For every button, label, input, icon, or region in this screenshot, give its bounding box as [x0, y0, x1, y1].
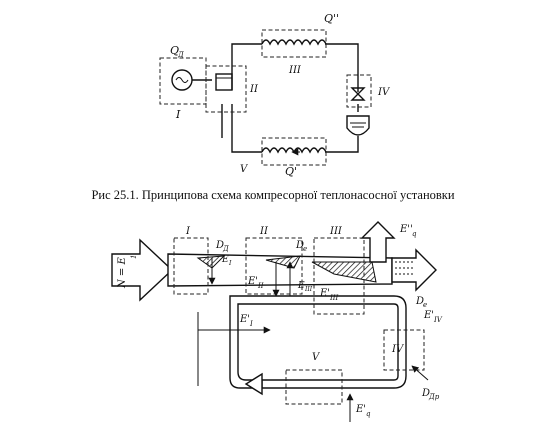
label-E-III-prime: E'	[319, 288, 330, 299]
label-flow-II: II	[259, 226, 269, 237]
svg-text:I: I	[249, 320, 253, 328]
label-q-main: Q	[170, 44, 179, 57]
label-E-I: E	[221, 255, 229, 265]
compressor-icon	[215, 73, 233, 91]
box-V	[285, 369, 343, 405]
label-q-top: Q''	[324, 12, 339, 25]
label-N: N = E	[117, 257, 128, 289]
energy-flow: N = E 1 I II III IV V	[111, 221, 443, 422]
condenser-coil	[261, 29, 327, 58]
svg-text:e: e	[303, 245, 307, 253]
svg-text:Д: Д	[177, 51, 184, 59]
compressor-box	[205, 65, 247, 113]
label-IV: IV	[377, 87, 391, 98]
throttle-valve	[346, 74, 372, 108]
loss-wedge-III	[311, 261, 377, 283]
label-D-e: D	[295, 240, 304, 251]
label-II: II	[249, 84, 259, 95]
label-flow-IV: IV	[391, 344, 405, 355]
svg-text:II: II	[257, 282, 264, 290]
top-circuit: III Q'' IV Q' V Q Д I II	[159, 12, 391, 178]
loop-band	[229, 295, 407, 389]
label-E-q-bottom: E'	[355, 404, 366, 415]
label-D-dr: D	[421, 388, 430, 399]
label-flow-V: V	[312, 352, 321, 363]
outlet-arrow-up	[360, 221, 396, 263]
label-E-q-top: E''	[399, 224, 413, 235]
separator-vessel	[346, 115, 370, 136]
label-flow-III: III	[329, 226, 343, 237]
loss-wedge-I	[196, 255, 226, 269]
svg-text:1: 1	[130, 255, 138, 259]
box-I	[173, 237, 209, 295]
label-E-IV-prime: E'	[423, 310, 434, 321]
label-flow-I: I	[185, 226, 191, 237]
svg-text:IV: IV	[433, 316, 443, 324]
svg-text:III: III	[329, 294, 339, 302]
box-III	[313, 237, 365, 315]
label-D-d: D	[215, 240, 224, 251]
outlet-arrow-right	[391, 248, 437, 292]
svg-text:q: q	[412, 230, 417, 238]
svg-text:q: q	[366, 410, 371, 418]
svg-text:I: I	[228, 260, 232, 267]
svg-text:Др: Др	[428, 393, 440, 401]
figure-caption: Рис 25.1. Принципова схема компресорної …	[91, 188, 454, 202]
svg-text:e: e	[423, 301, 427, 309]
circuit-wire	[231, 43, 359, 153]
label-E-III: E	[297, 281, 305, 291]
label-E-I-prime: E'	[239, 314, 250, 325]
label-III: III	[288, 65, 302, 76]
label-I: I	[175, 108, 181, 121]
inlet-arrow	[111, 238, 174, 302]
label-E-II-prime: E'	[247, 276, 258, 287]
label-D-e-right: D	[415, 296, 424, 307]
box-IV	[383, 329, 425, 371]
label-V: V	[240, 164, 249, 175]
svg-text:III: III	[304, 286, 313, 293]
label-q-bottom: Q'	[285, 165, 297, 178]
svg-text:Д: Д	[222, 245, 229, 253]
